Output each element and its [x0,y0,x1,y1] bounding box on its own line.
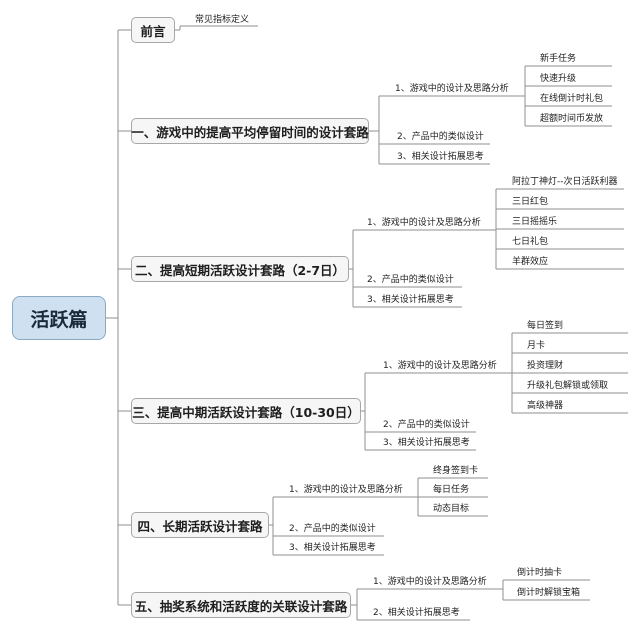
b1-leaf[interactable]: 在线倒计时礼包 [540,94,604,104]
b3-leaf[interactable]: 升级礼包解锁或领取 [527,381,609,391]
b1-product-similar[interactable]: 2、产品中的类似设计 [397,132,484,142]
preface-item-metrics[interactable]: 常见指标定义 [195,15,250,25]
branch-preface[interactable]: 前言 [131,17,175,43]
b3-extend-thinking[interactable]: 3、相关设计拓展思考 [383,438,470,448]
branch-3[interactable]: 三、提高中期活跃设计套路（10-30日） [131,398,361,424]
b5-extend-thinking[interactable]: 2、相关设计拓展思考 [373,608,460,618]
branch-4[interactable]: 四、长期活跃设计套路 [131,512,269,538]
b2-leaf[interactable]: 三日摇摇乐 [512,217,558,227]
b1-extend-thinking[interactable]: 3、相关设计拓展思考 [397,152,484,162]
b1-leaf[interactable]: 新手任务 [540,54,577,64]
b4-leaf[interactable]: 终身签到卡 [433,466,479,476]
b2-product-similar[interactable]: 2、产品中的类似设计 [367,275,454,285]
branch-1[interactable]: 一、游戏中的提高平均停留时间的设计套路 [131,118,369,144]
b4-game-design[interactable]: 1、游戏中的设计及思路分析 [289,485,403,495]
b3-game-design[interactable]: 1、游戏中的设计及思路分析 [383,361,497,371]
b4-product-similar[interactable]: 2、产品中的类似设计 [289,524,376,534]
b3-leaf[interactable]: 每日签到 [527,321,564,331]
b2-game-design[interactable]: 1、游戏中的设计及思路分析 [367,218,481,228]
b2-leaf[interactable]: 羊群效应 [512,257,549,267]
root-node[interactable]: 活跃篇 [12,296,106,340]
branch-2[interactable]: 二、提高短期活跃设计套路（2-7日） [131,256,349,282]
b4-leaf[interactable]: 每日任务 [433,485,470,495]
b5-leaf[interactable]: 倒计时解锁宝箱 [517,588,581,598]
b2-leaf[interactable]: 七日礼包 [512,237,549,247]
b3-leaf[interactable]: 月卡 [527,341,546,351]
b1-leaf[interactable]: 快速升级 [540,74,577,84]
b5-leaf[interactable]: 倒计时抽卡 [517,568,563,578]
b4-extend-thinking[interactable]: 3、相关设计拓展思考 [289,543,376,553]
b2-extend-thinking[interactable]: 3、相关设计拓展思考 [367,295,454,305]
b1-game-design[interactable]: 1、游戏中的设计及思路分析 [395,84,509,94]
b1-leaf[interactable]: 超额时间币发放 [540,114,604,124]
b3-leaf[interactable]: 投资理财 [527,361,564,371]
b3-product-similar[interactable]: 2、产品中的类似设计 [383,420,470,430]
branch-5[interactable]: 五、抽奖系统和活跃度的关联设计套路 [131,592,351,618]
b2-leaf[interactable]: 三日红包 [512,197,549,207]
b4-leaf[interactable]: 动态目标 [433,504,470,514]
b5-game-design[interactable]: 1、游戏中的设计及思路分析 [373,577,487,587]
b2-leaf[interactable]: 阿拉丁神灯--次日活跃利器 [512,177,618,187]
b3-leaf[interactable]: 高级神器 [527,401,564,411]
